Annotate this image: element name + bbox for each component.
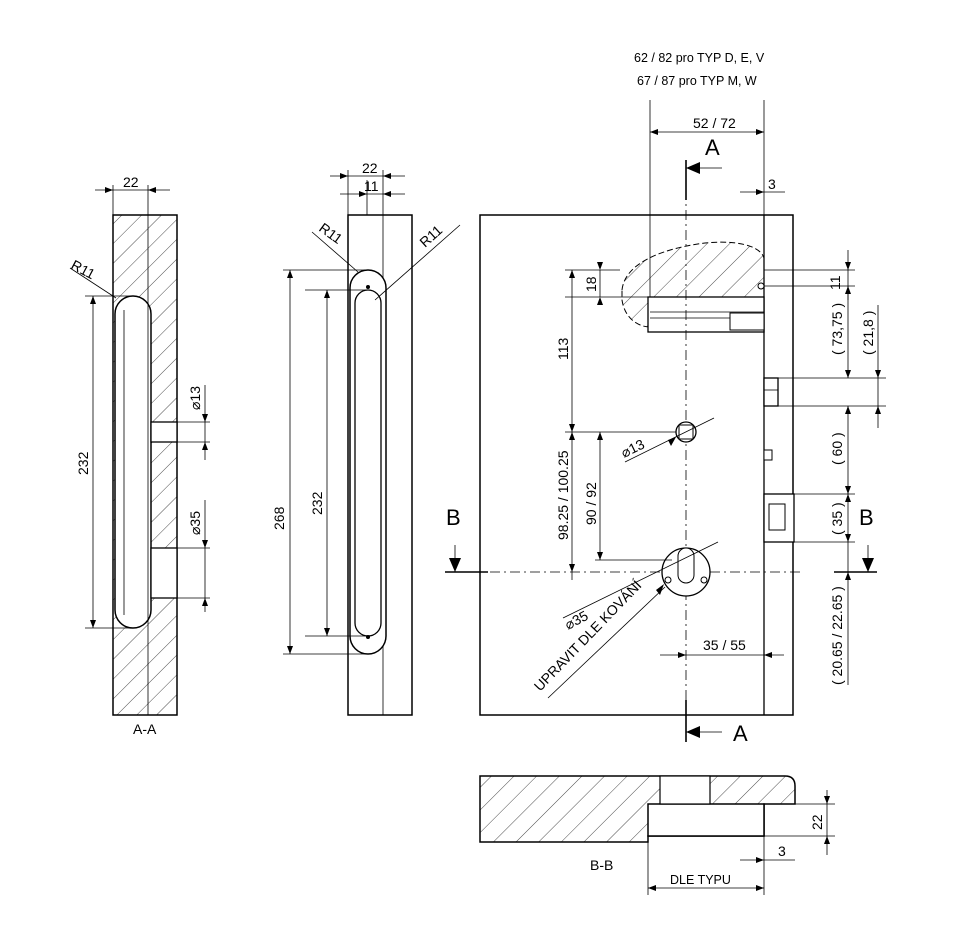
- section-aa-label: A-A: [133, 721, 157, 737]
- side-dim-22: 22: [362, 160, 378, 176]
- section-b-b: 22 3 DLE TYPU B-B: [479, 775, 835, 895]
- note-line-2: 67 / 87 pro TYP M, W: [637, 74, 757, 88]
- side-dim-232: 232: [309, 491, 325, 515]
- dim-11-right: 11: [827, 275, 843, 290]
- side-view: 22 11 R11 R11 268 232: [271, 160, 461, 716]
- section-bb-label: B-B: [590, 857, 613, 873]
- dim-60: ( 60 ): [829, 432, 845, 465]
- section-a-a: 22 R11 232 ⌀13 ⌀35 A-A: [69, 174, 210, 737]
- side-dim-r11-left: R11: [316, 219, 346, 247]
- dim-52-72: 52 / 72: [693, 115, 736, 131]
- cut-b-left-label: B: [446, 505, 461, 530]
- cut-a-top-label: A: [705, 135, 720, 160]
- section-bb-lock: [647, 803, 765, 837]
- hole-35-section: [150, 547, 178, 599]
- side-dim-268: 268: [271, 506, 287, 530]
- dim-18: 18: [583, 276, 599, 292]
- dim-35-right: ( 35 ): [829, 502, 845, 535]
- bb-dim-type: DLE TYPU: [670, 873, 731, 887]
- cut-b-right-label: B: [859, 505, 874, 530]
- dim-90-92: 90 / 92: [583, 482, 599, 525]
- latch-bolt: [763, 377, 779, 407]
- front-view: A A B B 52 / 72 3 18 113: [445, 100, 886, 746]
- dim-2065: ( 20.65 / 22.65 ): [829, 586, 845, 685]
- aa-dim-232: 232: [75, 451, 91, 475]
- aa-dim-r11: R11: [69, 257, 98, 283]
- hole-13-section: [150, 421, 178, 443]
- aa-dim-d13: ⌀13: [187, 386, 203, 410]
- cut-a-bottom-label: A: [733, 721, 748, 746]
- aa-dim-d35: ⌀35: [187, 511, 203, 535]
- section-aa-slot: [114, 295, 152, 629]
- note-line-1: 62 / 82 pro TYP D, E, V: [634, 51, 765, 65]
- dim-113: 113: [555, 337, 571, 360]
- dim-218: ( 21,8 ): [860, 311, 876, 355]
- dim-3-top: 3: [768, 176, 776, 192]
- side-dim-11: 11: [364, 178, 379, 194]
- bb-dim-3: 3: [778, 843, 786, 859]
- type-notes: 62 / 82 pro TYP D, E, V 67 / 87 pro TYP …: [634, 51, 765, 88]
- bb-dim-22: 22: [809, 814, 825, 830]
- dim-7375: ( 73,75 ): [829, 303, 845, 355]
- dim-35-55: 35 / 55: [703, 637, 746, 653]
- dim-98: 98.25 / 100.25: [555, 450, 571, 540]
- side-dim-r11-right: R11: [416, 222, 445, 251]
- side-inner-slot: [354, 289, 382, 637]
- aa-dim-22: 22: [123, 174, 139, 190]
